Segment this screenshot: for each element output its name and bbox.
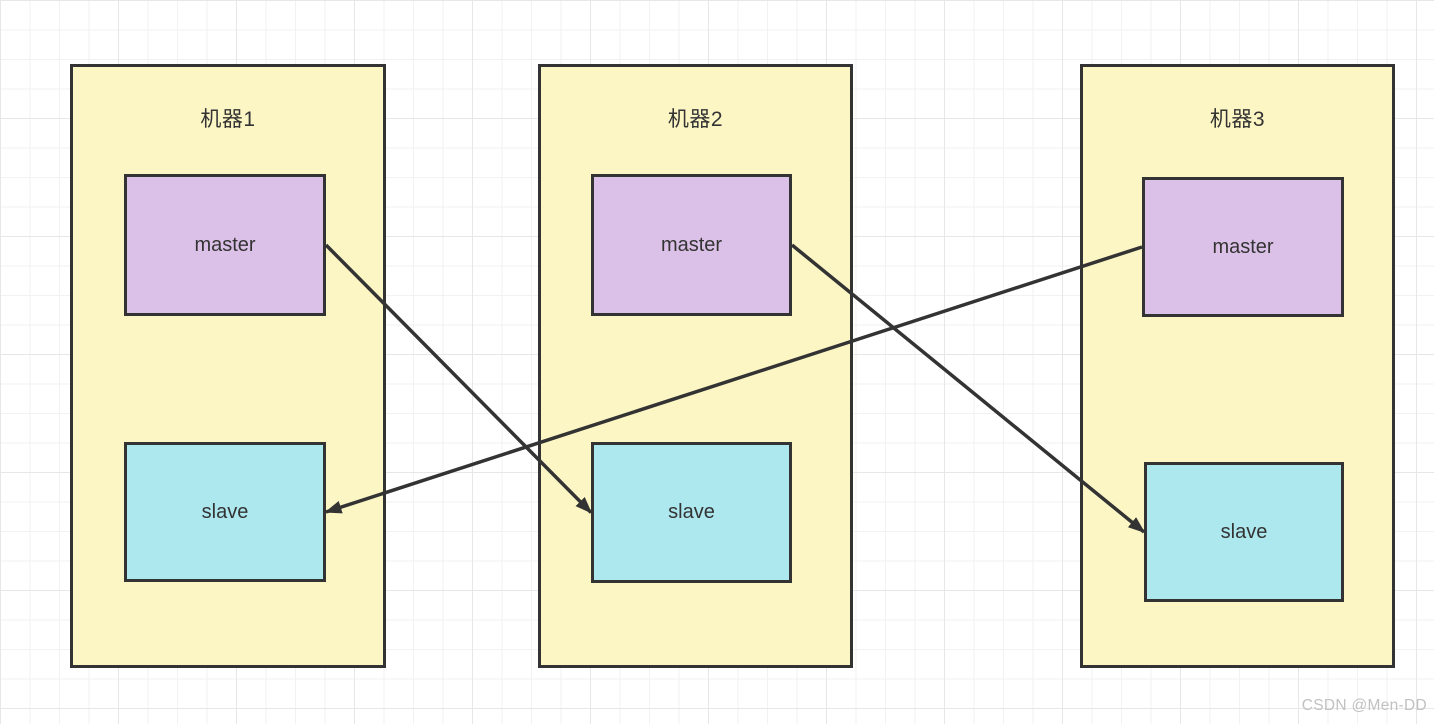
machine1-slave-box: slave (124, 442, 326, 582)
machine2-master-box: master (591, 174, 792, 316)
machine3-slave-label: slave (1220, 520, 1268, 543)
machine1-title: 机器1 (200, 108, 256, 131)
machine1-master-label: master (194, 233, 256, 256)
watermark-text: CSDN @Men-DD (1301, 697, 1427, 714)
machine2-master-label: master (660, 233, 723, 256)
machine3-box: 机器3 master slave (1080, 64, 1395, 668)
machine2-box: 机器2 master slave (538, 64, 853, 668)
machine3-master-label: master (1212, 235, 1274, 258)
machine3-title: 机器3 (1209, 108, 1266, 131)
machine2-slave-label: slave (668, 501, 715, 523)
machine2-slave-box: slave (591, 442, 792, 583)
machine3-master-box: master (1142, 177, 1344, 317)
machine1-box: 机器1 master slave (70, 64, 386, 668)
machine3-slave-box: slave (1144, 462, 1344, 602)
machine1-master-box: master (124, 174, 326, 316)
machine2-title: 机器2 (667, 108, 724, 131)
machine1-slave-label: slave (201, 500, 249, 523)
